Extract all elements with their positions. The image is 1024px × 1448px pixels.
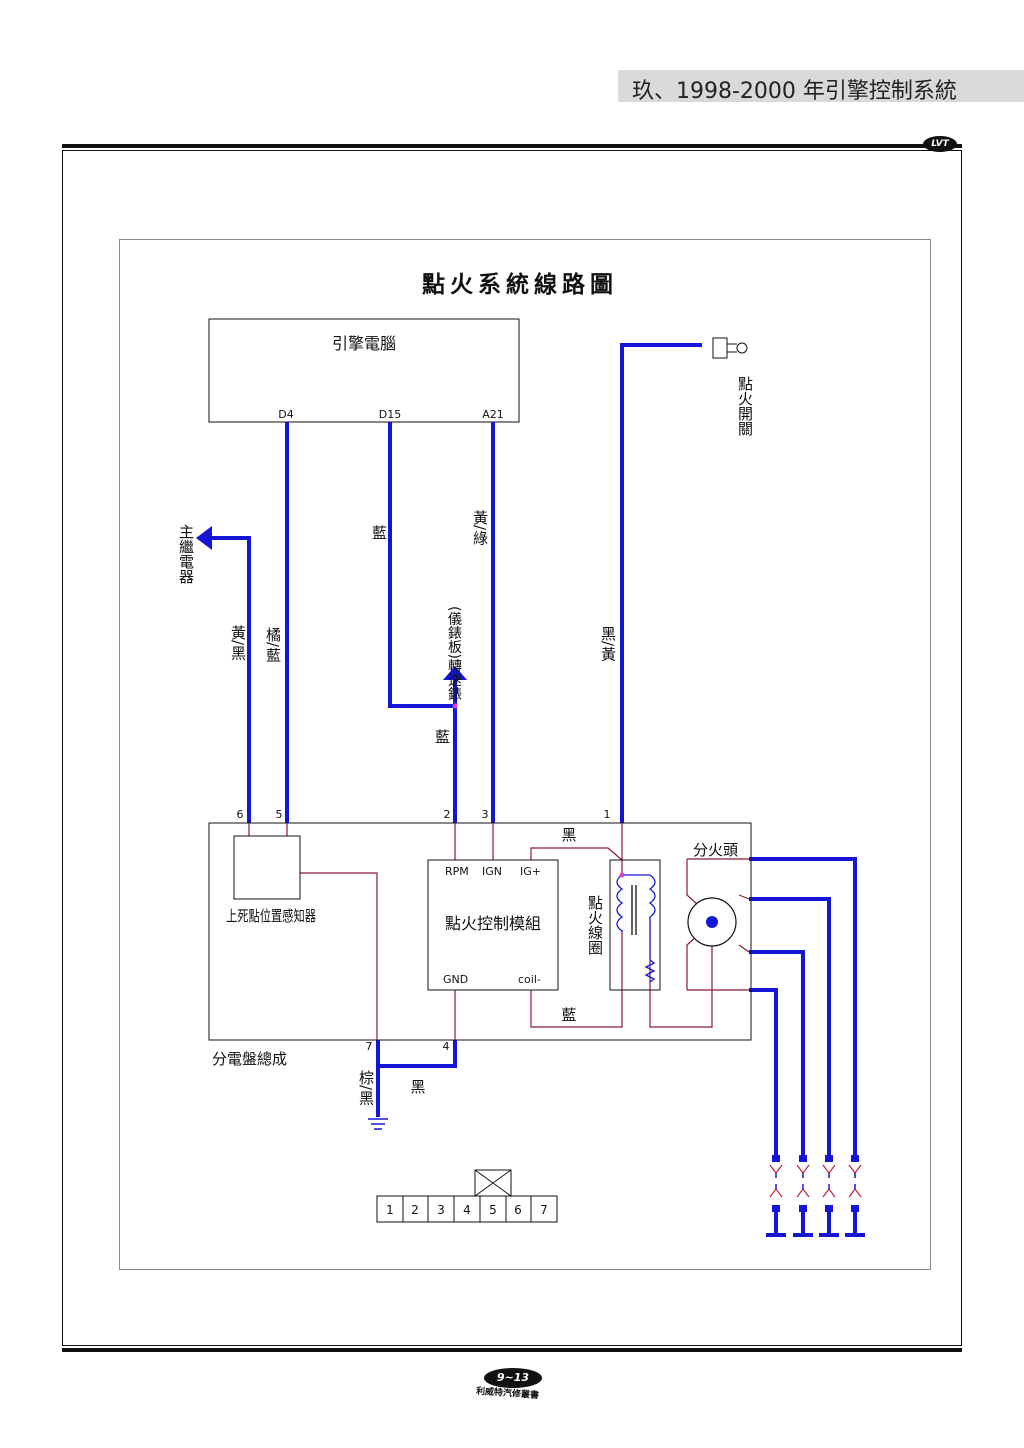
coil-secondary-wire: [649, 925, 713, 1028]
distributor-label: 分電盤總成: [212, 1050, 287, 1068]
module-terminal-coil-minus: coil-: [518, 973, 541, 986]
rotor-center: [706, 916, 718, 928]
tdc-sensor-box: [233, 835, 301, 900]
top-rule-thin: [62, 150, 962, 151]
plug-lead-1: [749, 857, 857, 1155]
dist-pin-5: 5: [276, 808, 283, 821]
page-number: 9~13: [484, 1368, 542, 1388]
connector-pin-5: 5: [489, 1203, 497, 1217]
bottom-rule-thin: [62, 1345, 962, 1346]
wire-ignition-switch: [620, 343, 702, 823]
connector-pin-4: 4: [463, 1203, 471, 1217]
ground-icon: [368, 1118, 388, 1130]
ignition-coil-label: 點火線圈: [586, 895, 604, 955]
top-rule: [62, 144, 962, 148]
frame-left: [62, 150, 63, 1346]
coil-junction-dot: [619, 872, 625, 878]
wire-label-black-ground: 黑: [410, 1078, 425, 1096]
wire-label-orange-blue: 橘/藍: [264, 627, 282, 662]
ignition-coil-box: [609, 859, 661, 991]
header-bar: [618, 70, 1024, 102]
main-relay-label: 主繼電器: [177, 524, 195, 584]
spark-plug-2-icon: [793, 1155, 813, 1237]
main-relay-arrow: [196, 526, 212, 550]
plug-lead-3: [749, 950, 805, 1155]
distributor-box: [208, 822, 752, 1041]
connector-pins: [376, 1195, 558, 1223]
wire-label-black-yellow: 黑/黃: [599, 626, 617, 661]
ignition-switch-icon: [712, 337, 748, 359]
diagram-title: 點火系統線路圖: [422, 271, 618, 298]
dist-pin-3: 3: [482, 808, 489, 821]
wire-label-blue-upper: 藍: [370, 525, 388, 540]
coil-feed-wire: [530, 847, 623, 861]
wire-label-yellow-black: 黃/黑: [229, 625, 247, 660]
module-terminal-ig-plus: IG+: [520, 865, 541, 878]
connector-pin-7: 7: [540, 1203, 548, 1217]
connector-pin-2: 2: [411, 1203, 419, 1217]
bottom-rule: [62, 1348, 962, 1352]
wire-d15: [388, 422, 455, 708]
tdc-signal-wire: [300, 872, 378, 1040]
spark-plug-3-icon: [819, 1155, 839, 1237]
wire-label-brown-black: 棕/黑: [357, 1070, 375, 1105]
spark-plugs: [766, 1155, 865, 1237]
module-terminal-gnd: GND: [443, 973, 468, 986]
frame-right: [961, 150, 962, 1346]
ecu-pin-d4: D4: [278, 408, 293, 421]
junction-dot: [452, 703, 458, 709]
ignition-module-label: 點火控制模組: [445, 914, 541, 933]
tach-arrow: [443, 666, 467, 680]
wire-label-black-top: 黑: [561, 826, 576, 844]
dist-pin-1: 1: [604, 808, 611, 821]
module-terminal-rpm: RPM: [445, 865, 469, 878]
spark-plug-4-icon: [845, 1155, 865, 1237]
coil-winding-icon: [616, 874, 656, 983]
section-title: 玖、1998-2000 年引擎控制系統: [632, 79, 957, 104]
connector-pin-1: 1: [386, 1203, 394, 1217]
dist-pin-2: 2: [444, 808, 451, 821]
ignition-switch-label: 點火開關: [736, 376, 754, 436]
tach-label: (儀錶板)轉速錶: [446, 606, 462, 701]
dist-pin-6: 6: [237, 808, 244, 821]
tdc-sensor-label: 上死點位置感知器: [226, 907, 316, 925]
dist-pin-4: 4: [443, 1040, 450, 1053]
diagram-frame: [119, 239, 931, 1270]
plug-lead-2: [749, 897, 831, 1155]
module-terminal-ign: IGN: [482, 865, 502, 878]
publisher-logo: LVT: [923, 136, 957, 152]
wire-ground: [376, 1040, 457, 1068]
spark-plug-1-icon: [766, 1155, 786, 1237]
ecu-pin-a21: A21: [482, 408, 504, 421]
wire-main-relay: [212, 536, 251, 823]
connector-icon: [474, 1169, 512, 1197]
wire-label-blue-bottom: 藍: [561, 1006, 576, 1024]
coil-minus-wire: [530, 930, 623, 1028]
ignition-module-box: [427, 859, 559, 991]
wire-label-blue-lower: 藍: [433, 729, 451, 744]
ecu-label: 引擎電腦: [332, 334, 396, 353]
ecu-pin-d15: D15: [379, 408, 401, 421]
ecu-box: [208, 318, 520, 423]
dist-pin-7: 7: [366, 1040, 373, 1053]
connector-pin-6: 6: [514, 1203, 522, 1217]
plug-lead-4: [749, 988, 778, 1155]
connector-pin-3: 3: [437, 1203, 445, 1217]
rotor-label: 分火頭: [693, 841, 738, 859]
wire-label-yellow-green: 黃/綠: [471, 510, 489, 546]
